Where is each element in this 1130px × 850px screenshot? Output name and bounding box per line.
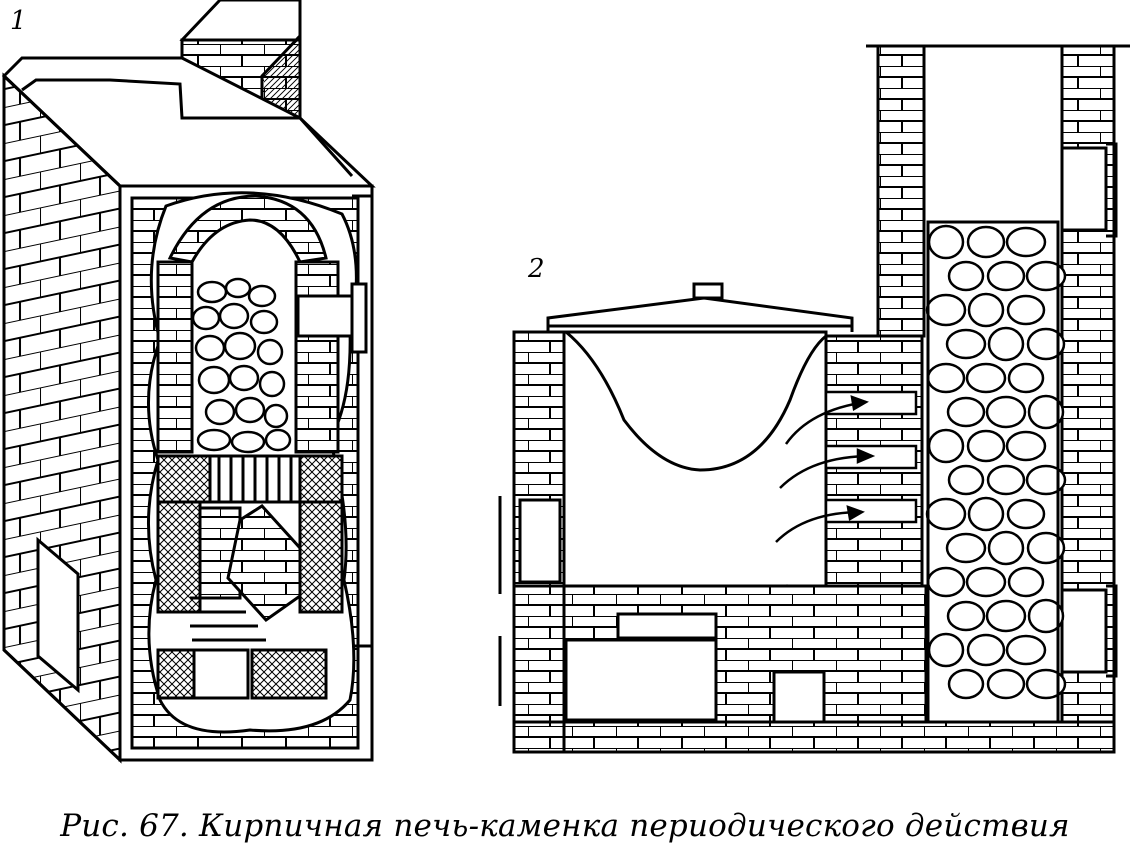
grate: [208, 454, 302, 504]
stone: [1005, 430, 1047, 462]
stone: [947, 464, 985, 496]
stone: [965, 362, 1007, 394]
stone: [1005, 634, 1047, 666]
stone: [986, 464, 1026, 496]
stone: [1026, 531, 1066, 565]
stone: [1007, 362, 1045, 394]
stone: [985, 395, 1027, 429]
stone: [925, 497, 967, 531]
stone: [946, 600, 986, 632]
side-door: [36, 536, 80, 694]
ash-pit-door: [192, 648, 250, 700]
stone: [966, 225, 1006, 259]
stone: [926, 566, 966, 598]
stone: [1007, 566, 1045, 598]
ash-door: [772, 670, 826, 724]
stone: [927, 224, 965, 260]
stone: [1025, 668, 1067, 700]
firebox-arch: [167, 194, 328, 264]
heat-arrows: [775, 395, 876, 543]
chimney-left: [876, 44, 926, 338]
stone: [966, 429, 1006, 463]
kettle-lid: [546, 282, 854, 332]
view-label-1: 1: [10, 6, 27, 36]
kettle-bowl: [565, 330, 827, 472]
ash-lines: [190, 596, 266, 642]
stone: [1027, 394, 1065, 430]
stone: [927, 632, 965, 668]
stone: [1005, 226, 1047, 258]
stone: [925, 293, 967, 327]
stone: [965, 566, 1007, 598]
stone: [967, 292, 1005, 328]
view-2-section: [498, 44, 1130, 754]
view-1-perspective: [1, 0, 376, 764]
stone: [1027, 598, 1065, 634]
stone: [985, 599, 1027, 633]
stones-column: [925, 224, 1067, 700]
stone: [966, 633, 1006, 667]
figure-caption: Рис. 67. Кирпичная печь-каменка периодич…: [60, 808, 1070, 844]
stone: [927, 428, 965, 464]
stone: [1006, 294, 1046, 326]
firebox-door: [564, 638, 718, 722]
stone: [1025, 464, 1067, 496]
stone: [1026, 327, 1066, 361]
stone: [947, 668, 985, 700]
stone: [987, 530, 1025, 566]
stone: [1025, 260, 1067, 292]
stone: [986, 668, 1026, 700]
stone: [987, 326, 1025, 362]
view-label-2: 2: [528, 254, 545, 284]
stone: [947, 260, 985, 292]
stone: [946, 396, 986, 428]
stone: [1006, 498, 1046, 530]
stone: [986, 260, 1026, 292]
stones-heap: [191, 277, 292, 454]
diagonal-flue: [226, 504, 302, 622]
stone: [945, 328, 987, 360]
stone: [926, 362, 966, 394]
stone: [967, 496, 1005, 532]
kettle-chamber: [562, 330, 828, 604]
stone: [945, 532, 987, 564]
